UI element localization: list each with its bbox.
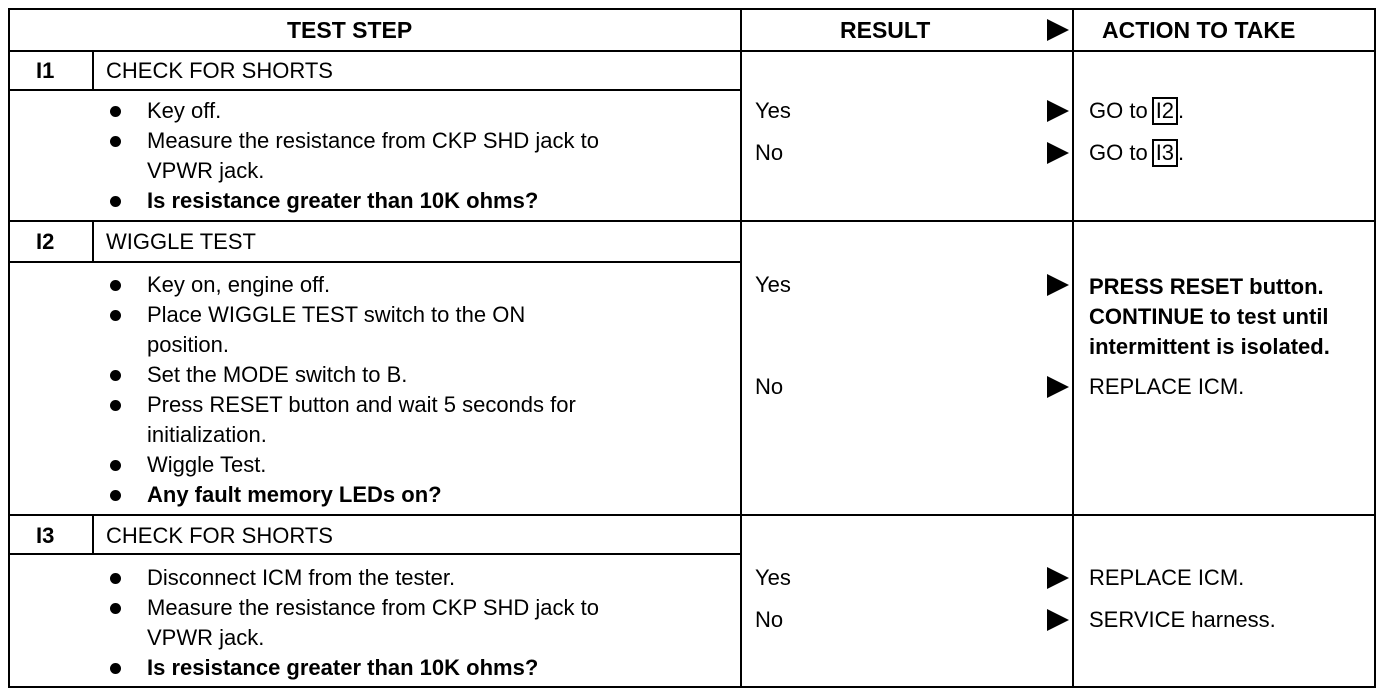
title-rule-i3: [8, 553, 742, 555]
id-divider-i1: [92, 50, 94, 91]
result-no: No: [755, 607, 784, 632]
instruction-line: Key off.: [147, 98, 222, 123]
result-yes: Yes: [755, 272, 791, 297]
result-no: No: [755, 374, 784, 399]
instruction-line: Key on, engine off.: [147, 272, 331, 297]
bullet-icon: [110, 370, 121, 381]
instruction-line: Measure the resistance from CKP SHD jack…: [147, 595, 599, 620]
bullet-icon: [110, 663, 121, 674]
border-header-bottom: [8, 50, 1376, 52]
arrow-icon: [1047, 567, 1069, 589]
arrow-icon: [1047, 100, 1069, 122]
instruction-line: VPWR jack.: [147, 158, 265, 183]
instruction-question: Is resistance greater than 10K ohms?: [147, 188, 539, 213]
result-no: No: [755, 140, 784, 165]
divider-step-result: [740, 8, 742, 688]
action-text: CONTINUE to test until: [1089, 304, 1329, 329]
bullet-icon: [110, 460, 121, 471]
border-top: [8, 8, 1376, 10]
action-text: REPLACE ICM.: [1089, 565, 1245, 590]
step-id: I2: [36, 229, 55, 254]
title-rule-i1: [8, 89, 742, 91]
instruction-question: Is resistance greater than 10K ohms?: [147, 655, 539, 680]
step-title: WIGGLE TEST: [106, 229, 256, 254]
divider-result-action: [1072, 8, 1074, 688]
action-text: intermittent is isolated.: [1089, 334, 1330, 359]
instruction-line: Set the MODE switch to B.: [147, 362, 408, 387]
step-id: I1: [36, 58, 55, 83]
action-text: SERVICE harness.: [1089, 607, 1276, 632]
result-yes: Yes: [755, 98, 791, 123]
header-test-step: TEST STEP: [287, 17, 413, 43]
bullet-icon: [110, 603, 121, 614]
header-result: RESULT: [840, 17, 931, 43]
bullet-icon: [110, 310, 121, 321]
step-id: I3: [36, 523, 55, 548]
instruction-line: Press RESET button and wait 5 seconds fo…: [147, 392, 576, 417]
instruction-line: Disconnect ICM from the tester.: [147, 565, 456, 590]
bullet-icon: [110, 196, 121, 207]
title-rule-i2: [8, 261, 742, 263]
divider-step-2: [8, 514, 1376, 516]
goto-step-link[interactable]: I2: [1151, 97, 1179, 125]
goto-step-link[interactable]: I3: [1151, 139, 1179, 167]
header-action: ACTION TO TAKE: [1102, 17, 1296, 43]
bullet-icon: [110, 573, 121, 584]
action-text: REPLACE ICM.: [1089, 374, 1245, 399]
bullet-icon: [110, 400, 121, 411]
action-text: PRESS RESET button.: [1089, 274, 1324, 299]
step-title: CHECK FOR SHORTS: [106, 523, 333, 548]
id-divider-i2: [92, 220, 94, 263]
instruction-line: position.: [147, 332, 229, 357]
arrow-icon: [1047, 609, 1069, 631]
instruction-line: Place WIGGLE TEST switch to the ON: [147, 302, 526, 327]
arrow-icon: [1047, 376, 1069, 398]
bullet-icon: [110, 280, 121, 291]
arrow-icon: [1047, 274, 1069, 296]
instruction-line: VPWR jack.: [147, 625, 265, 650]
instruction-line: initialization.: [147, 422, 267, 447]
border-bottom: [8, 686, 1376, 688]
bullet-icon: [110, 136, 121, 147]
arrow-icon: [1047, 142, 1069, 164]
instruction-line: Measure the resistance from CKP SHD jack…: [147, 128, 599, 153]
instruction-question: Any fault memory LEDs on?: [147, 482, 442, 507]
border-left: [8, 8, 10, 688]
bullet-icon: [110, 490, 121, 501]
instruction-line: Wiggle Test.: [147, 452, 267, 477]
result-yes: Yes: [755, 565, 791, 590]
header-arrow-icon: [1047, 19, 1069, 41]
divider-step-1: [8, 220, 1376, 222]
step-title: CHECK FOR SHORTS: [106, 58, 333, 83]
id-divider-i3: [92, 514, 94, 555]
border-right: [1374, 8, 1376, 688]
bullet-icon: [110, 106, 121, 117]
